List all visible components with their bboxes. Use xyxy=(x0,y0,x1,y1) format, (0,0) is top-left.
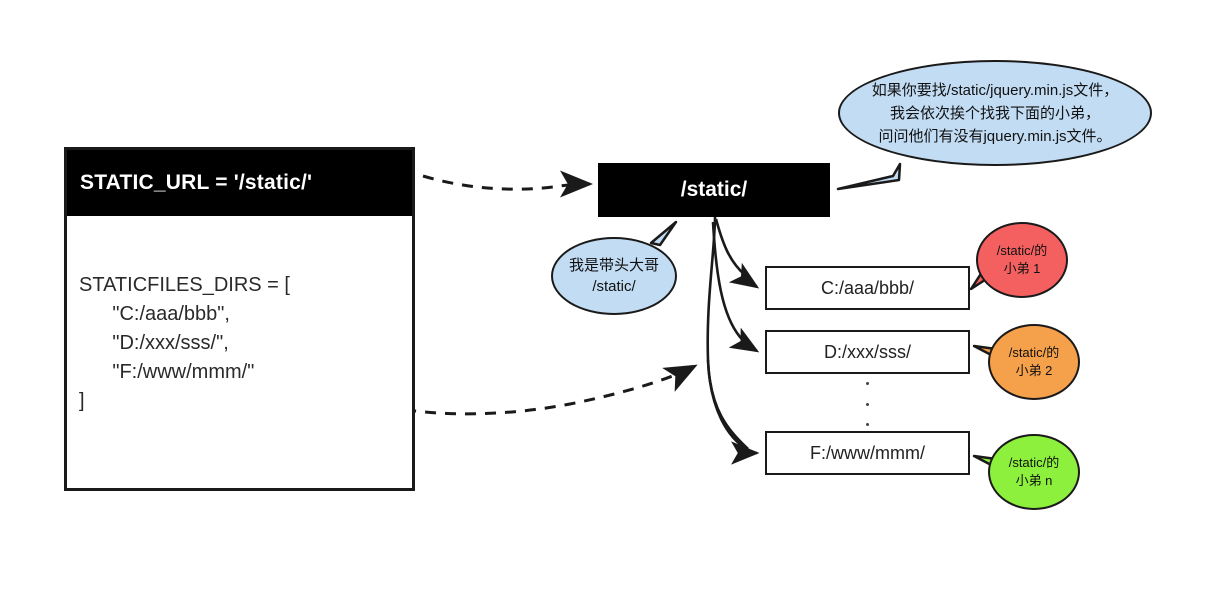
vertical-ellipsis-icon xyxy=(860,382,874,426)
speech-bubble-minion-2-text: /static/的 小弟 n xyxy=(1008,455,1060,488)
speech-bubble-main-text: 如果你要找/static/jquery.min.js文件， 我会依次挨个找我下面… xyxy=(871,81,1119,145)
branch-to-dir-0 xyxy=(714,218,760,289)
dashed-arrow-static-url xyxy=(422,170,593,198)
ellipsis-dot xyxy=(865,423,869,426)
speech-bubble-minion-2: /static/的 小弟 n xyxy=(988,434,1080,510)
static-root-node: /static/ xyxy=(598,163,830,217)
ellipsis-dot xyxy=(865,382,869,385)
settings-panel-header: STATIC_URL = '/static/' xyxy=(67,150,412,216)
speech-bubble-boss: 我是带头大哥 /static/ xyxy=(551,237,677,315)
speech-bubble-minion-1: /static/的 小弟 2 xyxy=(988,324,1080,400)
dir-box-2: F:/www/mmm/ xyxy=(765,431,970,475)
static-url-setting-text: STATIC_URL = '/static/' xyxy=(80,171,313,194)
settings-panel: STATIC_URL = '/static/' STATICFILES_DIRS… xyxy=(64,147,415,491)
ellipsis-dot xyxy=(865,402,869,406)
speech-bubble-minion-0: /static/的 小弟 1 xyxy=(976,222,1068,298)
dir-box-2-label: F:/www/mmm/ xyxy=(810,442,925,463)
bubble-tail-boss xyxy=(649,220,678,247)
staticfiles-dirs-code: STATICFILES_DIRS = [ "C:/aaa/bbb", "D:/x… xyxy=(79,274,290,412)
branch-to-dir-2 xyxy=(706,359,760,465)
static-root-node-label: /static/ xyxy=(680,178,748,201)
branch-to-dir-1 xyxy=(711,221,760,353)
speech-bubble-main: 如果你要找/static/jquery.min.js文件， 我会依次挨个找我下面… xyxy=(838,60,1152,166)
branch-trunk xyxy=(706,215,749,450)
bubble-tail-main xyxy=(836,162,902,191)
speech-bubble-minion-0-text: /static/的 小弟 1 xyxy=(996,243,1048,276)
dir-box-1-label: D:/xxx/sss/ xyxy=(823,341,911,362)
settings-panel-body: STATICFILES_DIRS = [ "C:/aaa/bbb", "D:/x… xyxy=(67,216,412,416)
dir-box-0: C:/aaa/bbb/ xyxy=(765,266,970,310)
dir-box-1: D:/xxx/sss/ xyxy=(765,330,970,374)
speech-bubble-minion-1-text: /static/的 小弟 2 xyxy=(1008,345,1060,378)
speech-bubble-boss-text: 我是带头大哥 /static/ xyxy=(568,257,659,295)
dir-box-0-label: C:/aaa/bbb/ xyxy=(820,277,915,298)
